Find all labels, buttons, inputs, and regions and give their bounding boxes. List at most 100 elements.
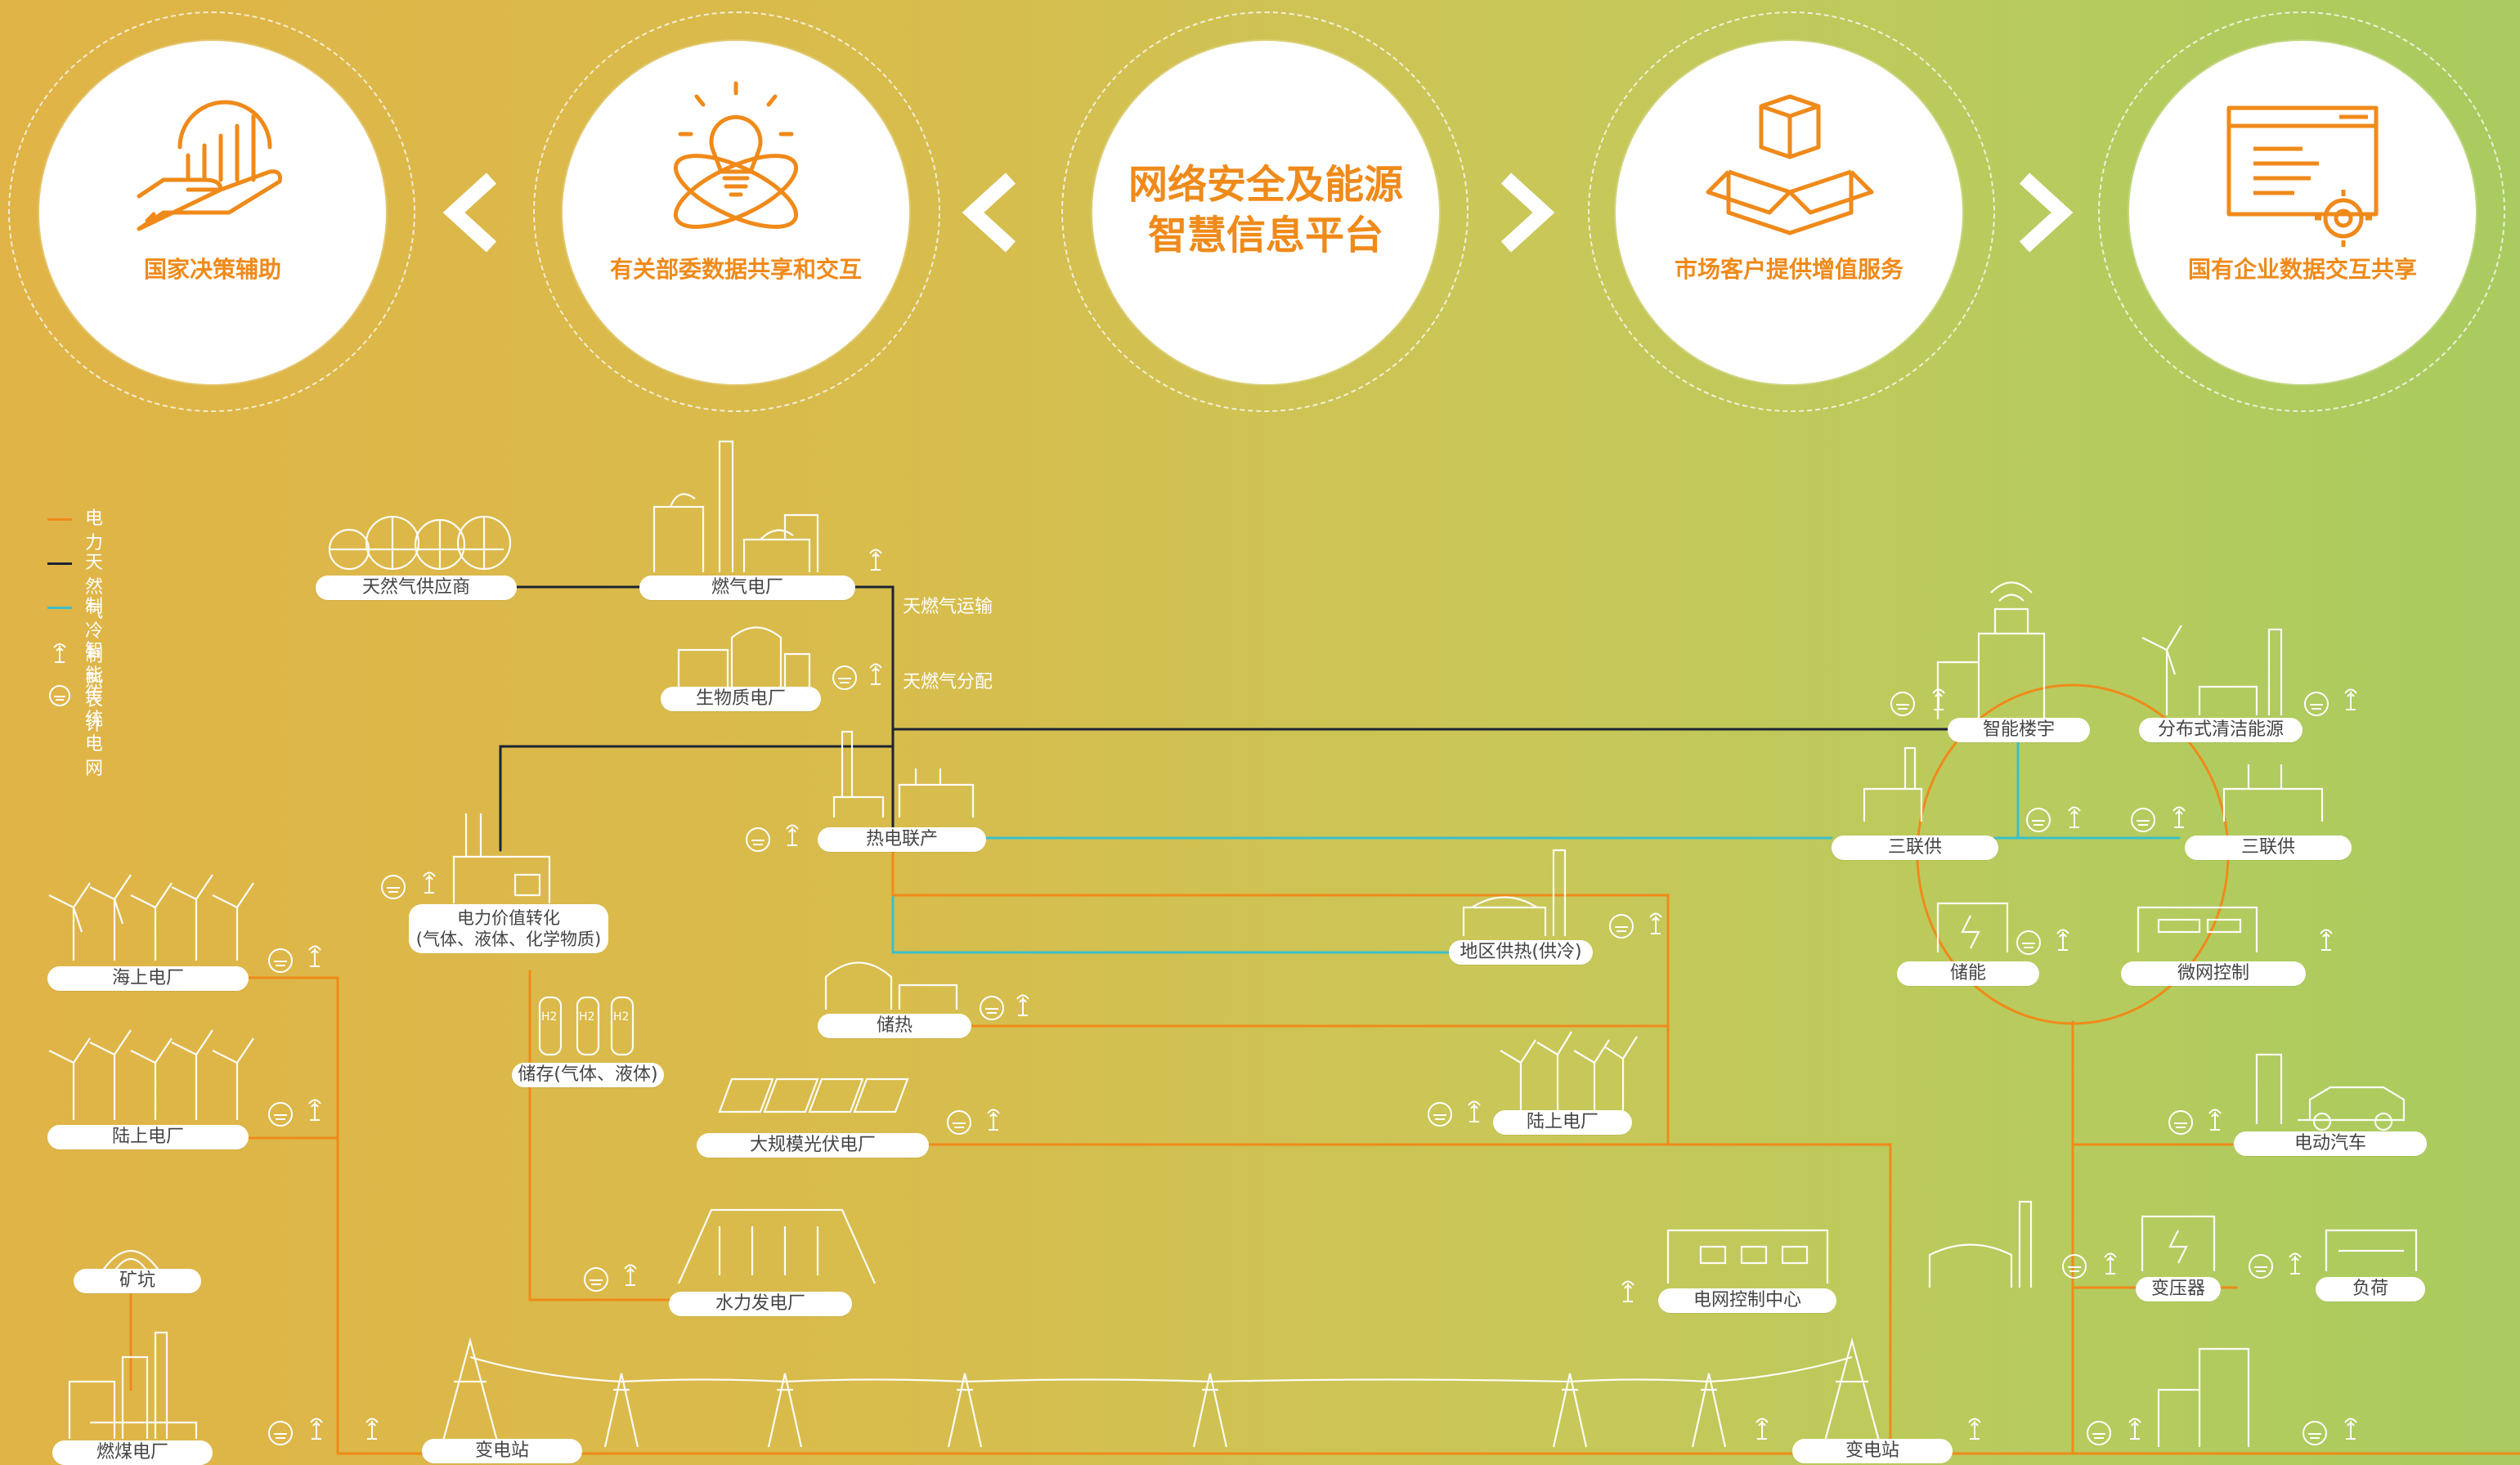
industrial-art — [1928, 1200, 2250, 1447]
node-gas-power-plant: 燃气电厂 — [639, 576, 855, 600]
h2-tanks-art — [538, 996, 634, 1056]
traditional-grid-icon — [2026, 808, 2051, 832]
traditional-grid-icon — [268, 1421, 293, 1445]
node-heat-storage: 储热 — [818, 1014, 971, 1038]
center-title-line2: 智慧信息平台 — [1147, 213, 1383, 258]
flow-label-gas-transport: 天燃气运输 — [903, 597, 993, 617]
ring-soe — [2098, 11, 2505, 412]
node-hydro-plant: 水力发电厂 — [669, 1292, 852, 1316]
node-substation-right: 变电站 — [1792, 1439, 1953, 1463]
traditional-grid-icon — [832, 665, 857, 690]
biomass-plant-art — [677, 626, 811, 691]
onshore-wind-mid-art — [1500, 1031, 1638, 1112]
circle-soe-sharing: 国有企业数据交互共享 — [2129, 41, 2476, 384]
smart-meter-icon — [423, 871, 436, 894]
caption-soe-sharing: 国有企业数据交互共享 — [2187, 256, 2417, 283]
smart-meter-icon — [1468, 1100, 1481, 1122]
smart-meter-icon — [308, 945, 321, 967]
node-transformer: 变压器 — [2136, 1277, 2221, 1301]
node-substation-left: 变电站 — [422, 1439, 582, 1463]
caption-national-decision: 国家决策辅助 — [143, 256, 281, 283]
node-storage-gas-liquid: 储存(气体、液体) — [512, 1063, 664, 1087]
node-biomass-plant: 生物质电厂 — [661, 687, 821, 711]
traditional-grid-icon — [2168, 1110, 2193, 1135]
circle-ministry-sharing: 有关部委数据共享和交互 — [563, 41, 909, 384]
browser-gear-icon — [2226, 105, 2379, 247]
smart-meter-icon — [1932, 688, 1945, 710]
smart-building-art — [1936, 581, 2046, 719]
node-distributed-clean: 分布式清洁能源 — [2139, 718, 2303, 742]
hand-chart-icon — [137, 100, 282, 231]
traditional-grid-icon — [2087, 1421, 2111, 1445]
traditional-grid-icon — [2303, 1421, 2327, 1445]
h2-label: H2 — [613, 1010, 630, 1024]
open-box-icon — [1706, 94, 1874, 235]
microgrid-art — [2137, 906, 2258, 952]
traditional-grid-icon — [381, 875, 406, 899]
smart-meter-icon — [2320, 929, 2333, 951]
traditional-grid-icon — [268, 1102, 293, 1127]
trigen-a-art — [1863, 746, 1923, 822]
energy-storage-art — [1936, 902, 2009, 952]
node-trigeneration-b: 三联供 — [2185, 836, 2352, 860]
mine-art — [101, 1250, 160, 1272]
traditional-grid-icon — [1428, 1102, 1452, 1127]
chevron-left-icon — [962, 172, 1016, 253]
gas-lines — [499, 585, 1956, 852]
node-power-to-x-line1: 电力价值转化 — [457, 908, 560, 928]
load-art — [2325, 1229, 2418, 1271]
node-solar-plant: 大规模光伏电厂 — [697, 1133, 929, 1158]
node-onshore-wind-mid: 陆上电厂 — [1493, 1110, 1632, 1135]
node-microgrid-control: 微网控制 — [2121, 961, 2306, 986]
traditional-grid-icon — [947, 1110, 971, 1135]
node-grid-control-center: 电网控制中心 — [1658, 1288, 1836, 1313]
trigen-b-art — [2222, 764, 2324, 822]
h2-label: H2 — [541, 1010, 558, 1024]
chevron-right-icon — [2019, 172, 2074, 253]
solar-panels-art — [718, 1077, 909, 1113]
node-offshore-wind: 海上电厂 — [47, 966, 249, 991]
circle-market-services: 市场客户提供增值服务 — [1616, 41, 1962, 384]
smart-meter-icon — [2344, 688, 2357, 710]
traditional-grid-icon — [268, 948, 293, 973]
smart-meter-icon — [1755, 1418, 1769, 1440]
node-coal-plant: 燃煤电厂 — [52, 1440, 213, 1465]
traditional-grid-icon — [2131, 808, 2155, 832]
traditional-grid-icon — [1890, 692, 1915, 716]
node-district-heating: 地区供热(供冷) — [1449, 940, 1593, 965]
traditional-grid-icon — [584, 1267, 608, 1292]
chevron-left-icon — [442, 172, 497, 253]
smart-meter-icon — [1621, 1280, 1634, 1302]
smart-meter-icon — [1649, 912, 1662, 934]
traditional-grid-icon — [980, 996, 1004, 1020]
smart-meter-icon — [1016, 994, 1029, 1016]
power-to-x-art — [452, 813, 551, 903]
gas-tanks-art — [328, 515, 512, 571]
distributed-clean-art — [2141, 625, 2283, 715]
ring-ministries — [533, 11, 940, 412]
onshore-wind-left-art — [48, 1029, 254, 1120]
flow-label-gas-distribution: 天燃气分配 — [903, 672, 993, 692]
smart-meter-icon — [1968, 1418, 1981, 1440]
coal-plant-art — [68, 1331, 198, 1439]
node-chp: 热电联产 — [818, 827, 986, 852]
node-gas-supplier: 天然气供应商 — [316, 576, 517, 600]
node-power-to-x: 电力价值转化 (气体、液体、化学物质) — [409, 904, 608, 953]
node-onshore-wind-left: 陆上电厂 — [47, 1125, 249, 1149]
grid-control-art — [1666, 1229, 1829, 1284]
node-load: 负荷 — [2316, 1277, 2425, 1301]
power-lines — [129, 683, 2520, 1455]
ring-market — [1588, 11, 1995, 412]
smart-meter-icon — [624, 1264, 637, 1286]
node-smart-building: 智能楼宇 — [1948, 718, 2090, 742]
chp-plant-art — [832, 730, 975, 818]
traditional-grid-icon — [2062, 1254, 2087, 1279]
smart-meter-icon — [310, 1418, 323, 1440]
circle-national-decision: 国家决策辅助 — [39, 41, 386, 384]
smart-meter-icon — [2289, 1252, 2302, 1275]
transformer-art — [2141, 1215, 2216, 1271]
traditional-grid-icon — [2016, 930, 2041, 955]
smart-meter-icon — [2104, 1252, 2117, 1275]
node-trigeneration-a: 三联供 — [1832, 836, 1998, 860]
heat-storage-art — [824, 961, 958, 1010]
